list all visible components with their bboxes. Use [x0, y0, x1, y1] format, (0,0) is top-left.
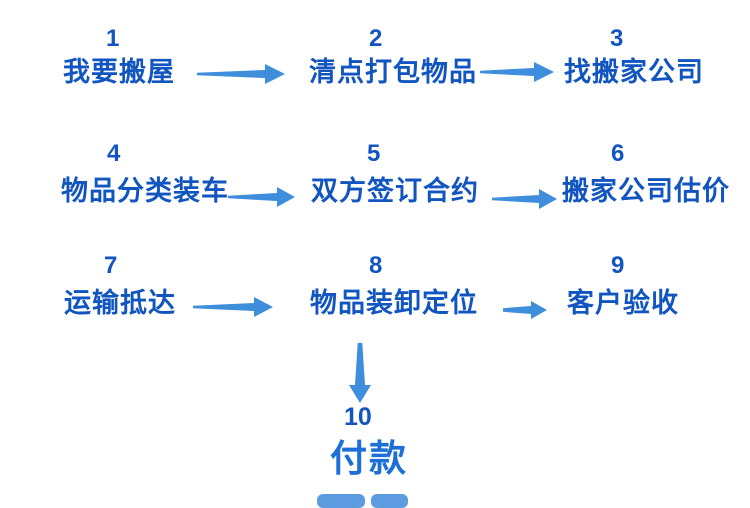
step-number-10: 10	[344, 403, 372, 431]
arrow-right-icon-5-6	[492, 188, 557, 210]
step-number-5: 5	[367, 140, 381, 167]
step-label-9: 客户验收	[567, 288, 679, 318]
step-number-1: 1	[106, 25, 120, 52]
step-label-1: 我要搬屋	[63, 57, 175, 87]
step-number-6: 6	[611, 140, 625, 167]
step-number-8: 8	[369, 252, 383, 279]
step-number-4: 4	[107, 140, 121, 167]
bottom-cutoff-shape	[317, 494, 365, 508]
bottom-cutoff-shape	[371, 494, 408, 508]
step-label-8: 物品装卸定位	[310, 288, 478, 318]
step-label-6: 搬家公司估价	[562, 176, 730, 206]
step-label-4: 物品分类装车	[61, 176, 229, 206]
arrow-right-icon-7-8	[193, 296, 273, 318]
step-number-9: 9	[611, 252, 625, 279]
arrow-right-icon-1-2	[197, 63, 285, 85]
arrow-right-icon-4-5	[228, 186, 295, 208]
arrow-down-icon-8-10	[348, 343, 372, 403]
step-number-2: 2	[369, 25, 383, 52]
step-label-2: 清点打包物品	[309, 57, 477, 87]
arrow-right-icon-2-3	[480, 61, 554, 83]
step-label-7: 运输抵达	[64, 288, 176, 318]
step-label-5: 双方签订合约	[311, 176, 479, 206]
step-number-3: 3	[610, 25, 624, 52]
arrow-right-icon-8-9	[503, 299, 547, 321]
step-label-3: 找搬家公司	[564, 57, 704, 87]
step-number-7: 7	[104, 252, 118, 279]
step-label-10: 付款	[330, 438, 408, 479]
